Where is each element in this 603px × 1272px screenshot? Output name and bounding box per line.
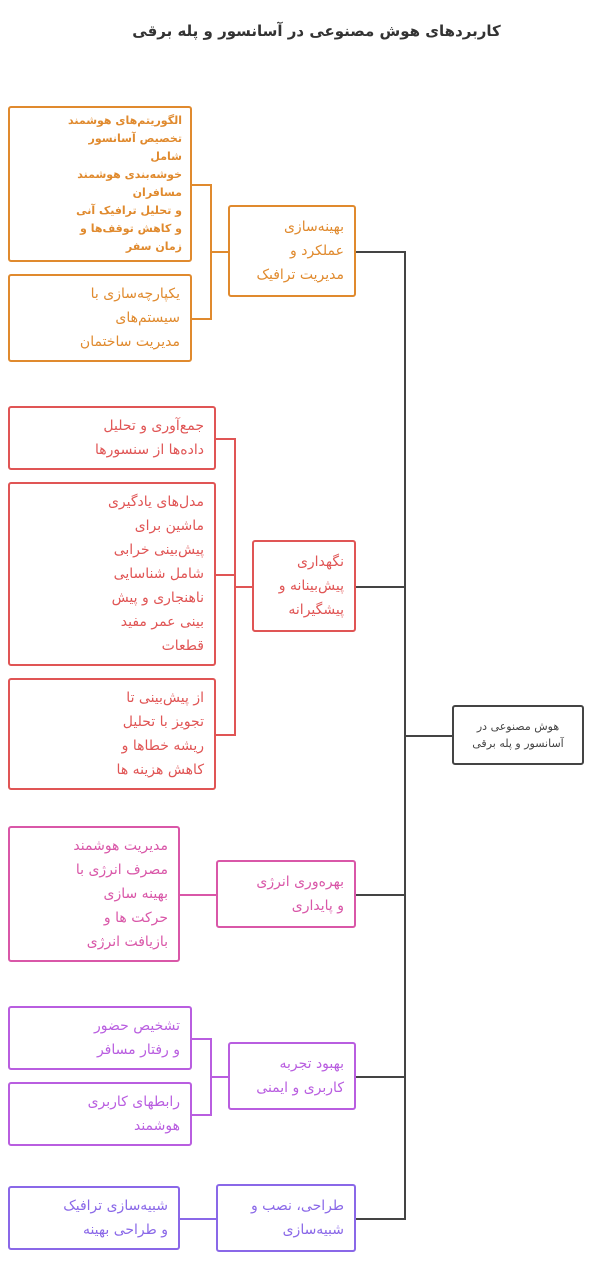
child-connector <box>216 734 234 736</box>
child-connector <box>216 438 234 440</box>
branch-connector <box>356 586 404 588</box>
child-connector <box>192 1038 210 1040</box>
leaf-node[interactable]: مدیریت هوشمند مصرف انرژی با بهینه سازی ح… <box>8 826 180 962</box>
leaf-node[interactable]: تشخیص حضور و رفتار مسافر <box>8 1006 192 1070</box>
bracket-connector <box>234 586 252 588</box>
branch-node[interactable]: بهره‌وری انرژی و پایداری <box>216 860 356 928</box>
leaf-node[interactable]: جمع‌آوری و تحلیل داده‌ها از سنسورها <box>8 406 216 470</box>
leaf-node[interactable]: یکپارچه‌سازی با سیستم‌های مدیریت ساختمان <box>8 274 192 362</box>
node-label: مدیریت هوشمند مصرف انرژی با بهینه سازی ح… <box>73 838 168 950</box>
root-node[interactable]: هوش مصنوعی در آسانسور و پله برقی <box>452 705 584 765</box>
leaf-node[interactable]: رابطهای کاربری هوشمند <box>8 1082 192 1146</box>
child-connector <box>180 1218 216 1220</box>
node-label: طراحی، نصب و شبیه‌سازی <box>250 1198 344 1238</box>
node-label: هوش مصنوعی در آسانسور و پله برقی <box>472 720 564 750</box>
child-connector <box>180 894 216 896</box>
branch-node[interactable]: بهبود تجربه کاربری و ایمنی <box>228 1042 356 1110</box>
leaf-node[interactable]: شبیه‌سازی ترافیک و طراحی بهینه <box>8 1186 180 1250</box>
branch-connector <box>356 894 404 896</box>
bracket-connector <box>210 251 228 253</box>
node-label: جمع‌آوری و تحلیل داده‌ها از سنسورها <box>95 418 204 458</box>
node-label: مدل‌های یادگیری ماشین برای پیش‌بینی خراب… <box>107 494 204 654</box>
node-label: رابطهای کاربری هوشمند <box>87 1094 180 1134</box>
bracket-connector <box>210 1076 228 1078</box>
branch-connector <box>356 251 404 253</box>
branch-connector <box>356 1218 404 1220</box>
child-connector <box>216 574 234 576</box>
child-connector <box>192 184 210 186</box>
child-connector <box>192 1114 210 1116</box>
child-connector <box>192 318 210 320</box>
node-label: شبیه‌سازی ترافیک و طراحی بهینه <box>63 1198 168 1238</box>
node-label: بهره‌وری انرژی و پایداری <box>256 874 344 914</box>
node-label: بهینه‌سازی عملکرد و مدیریت ترافیک <box>256 219 344 283</box>
branch-node[interactable]: طراحی، نصب و شبیه‌سازی <box>216 1184 356 1252</box>
branch-node[interactable]: بهینه‌سازی عملکرد و مدیریت ترافیک <box>228 205 356 297</box>
leaf-node[interactable]: مدل‌های یادگیری ماشین برای پیش‌بینی خراب… <box>8 482 216 666</box>
branch-node[interactable]: نگهداری پیش‌بینانه و پیشگیرانه <box>252 540 356 632</box>
root-connector <box>404 735 452 737</box>
leaf-node[interactable]: الگوریتم‌های هوشمند تخصیص آسانسور شامل خ… <box>8 106 192 262</box>
node-label: الگوریتم‌های هوشمند تخصیص آسانسور شامل خ… <box>67 114 182 253</box>
diagram-title: کاربردهای هوش مصنوعی در آسانسور و پله بر… <box>132 22 501 40</box>
node-label: نگهداری پیش‌بینانه و پیشگیرانه <box>278 554 344 618</box>
node-label: از پیش‌بینی تا تجویز با تحلیل ریشه خطاها… <box>116 690 204 778</box>
branch-connector <box>356 1076 404 1078</box>
node-label: تشخیص حضور و رفتار مسافر <box>93 1018 180 1058</box>
node-label: بهبود تجربه کاربری و ایمنی <box>256 1056 344 1096</box>
node-label: یکپارچه‌سازی با سیستم‌های مدیریت ساختمان <box>79 286 180 350</box>
leaf-node[interactable]: از پیش‌بینی تا تجویز با تحلیل ریشه خطاها… <box>8 678 216 790</box>
